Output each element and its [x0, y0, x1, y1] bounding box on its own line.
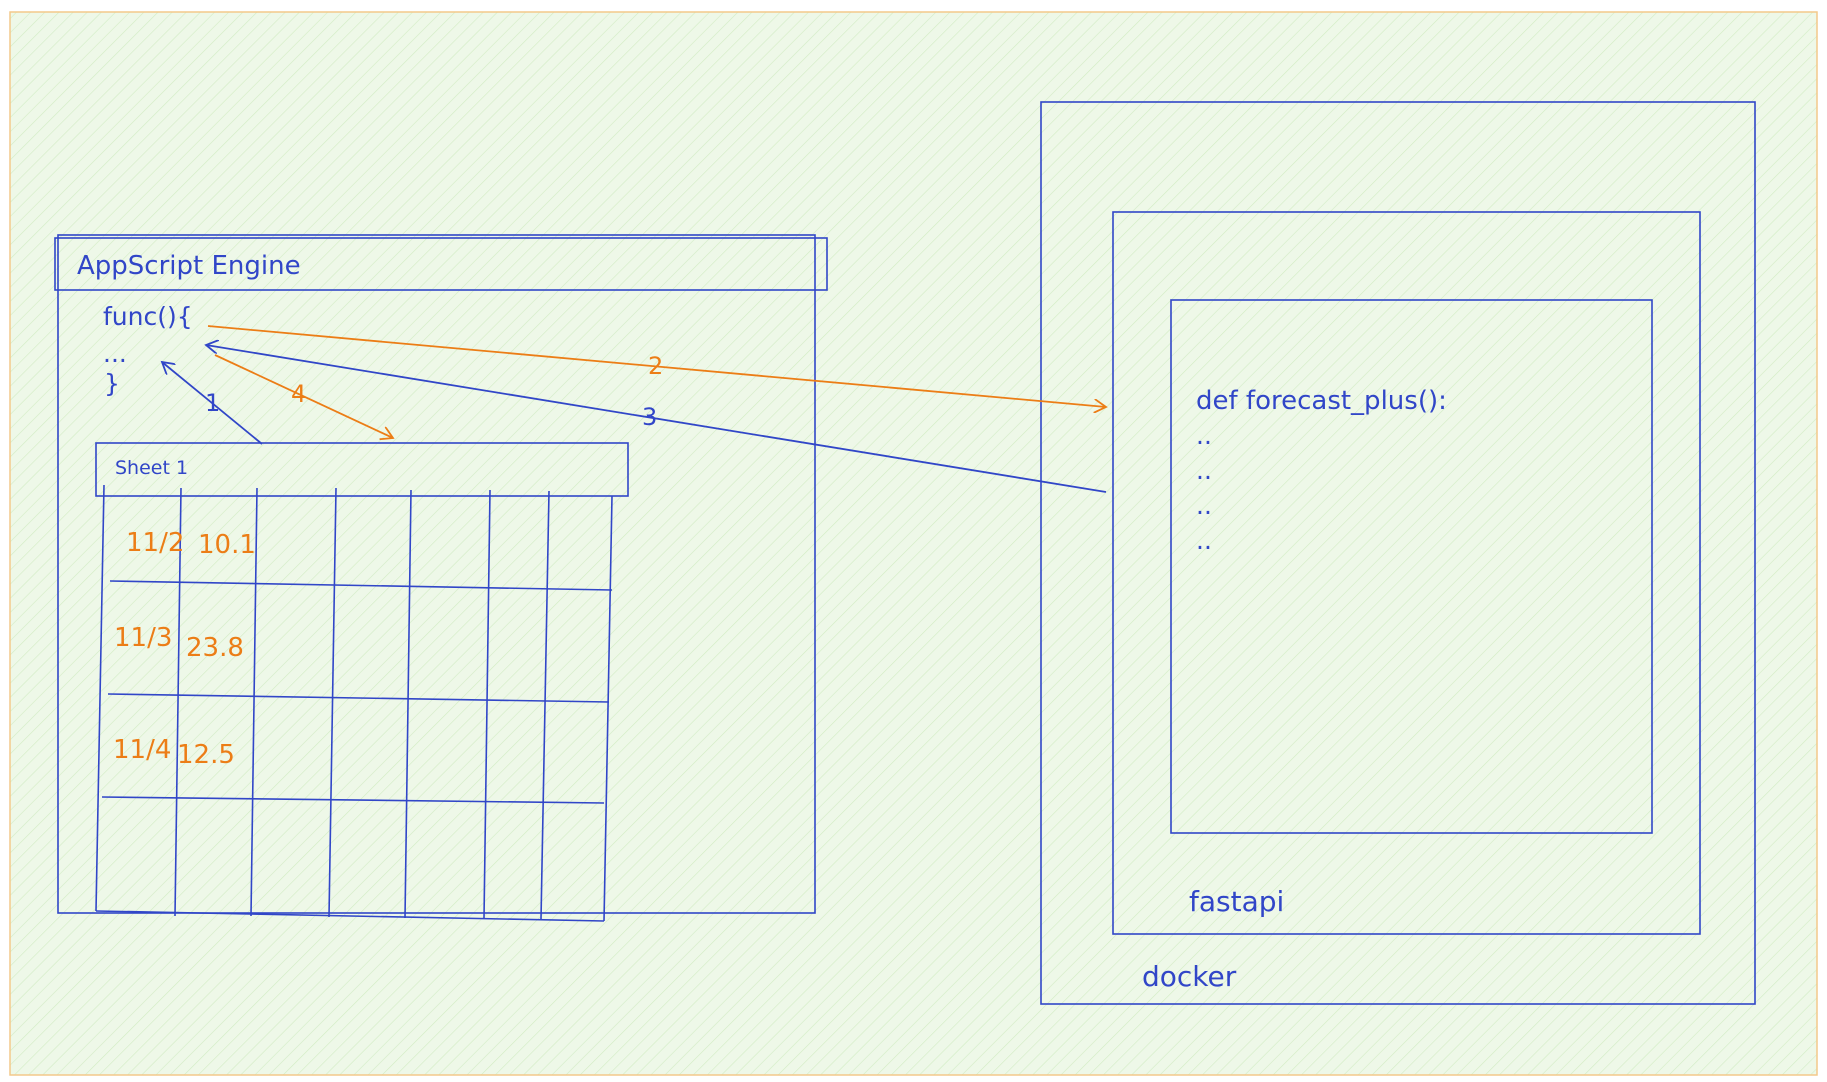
sheet-row-1-value: 10.1 — [198, 530, 256, 560]
function-box — [1170, 299, 1653, 834]
forecast-code-line: def forecast_plus(): — [1196, 386, 1447, 416]
arrow-1 — [162, 362, 263, 445]
fastapi-box — [1112, 211, 1701, 935]
appscript-engine-box — [54, 234, 828, 914]
sheet-row-1-date: 11/2 — [126, 528, 184, 558]
spreadsheet-grid — [95, 484, 613, 922]
canvas-background — [9, 11, 1818, 1076]
arrow-1-label: 1 — [205, 389, 220, 417]
arrow-2 — [207, 325, 1106, 407]
arrow-4 — [214, 354, 393, 438]
sheet-row-2-value: 23.8 — [186, 633, 244, 663]
appscript-title: AppScript Engine — [77, 251, 301, 281]
sheet-row-2-date: 11/3 — [114, 623, 172, 653]
arrow-3-label: 3 — [642, 403, 657, 431]
arrow-2-label: 2 — [648, 352, 663, 380]
func-code-line-2: ... — [103, 339, 127, 368]
func-code-line-3: } — [104, 369, 120, 398]
forecast-dots-1: .. — [1196, 421, 1212, 450]
forecast-dots-4: .. — [1196, 526, 1212, 555]
forecast-dots-3: .. — [1196, 491, 1212, 520]
sheet-row-3-value: 12.5 — [177, 740, 235, 770]
func-code-line-1: func(){ — [103, 302, 193, 331]
arrow-4-label: 4 — [291, 380, 306, 408]
appscript-title-bar — [54, 237, 828, 291]
fastapi-label: fastapi — [1189, 885, 1284, 918]
sheet-tab — [95, 442, 629, 497]
docker-box — [1040, 101, 1756, 1005]
sheet-tab-label: Sheet 1 — [115, 457, 188, 479]
arrow-3 — [206, 345, 1107, 493]
docker-label: docker — [1142, 960, 1237, 993]
sheet-row-3-date: 11/4 — [113, 735, 171, 765]
forecast-dots-2: .. — [1196, 456, 1212, 485]
